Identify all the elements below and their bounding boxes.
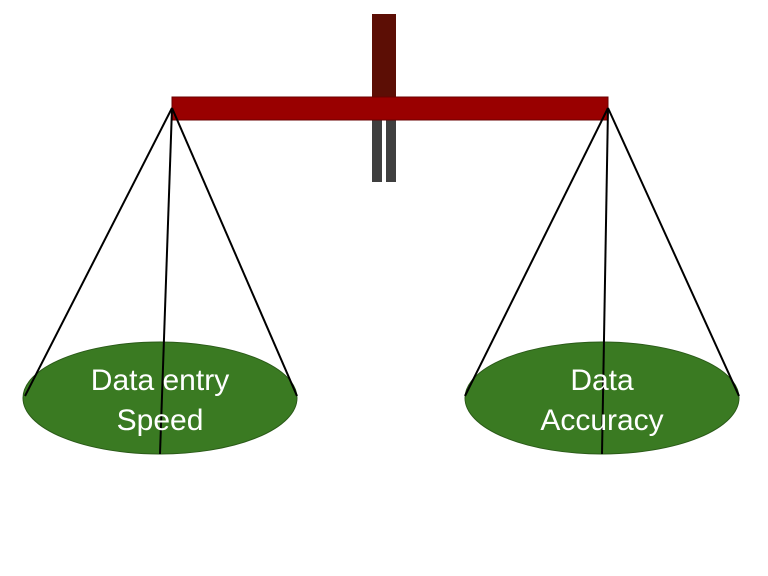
- right-string-outer-left: [464, 107, 609, 397]
- left-pan-label-line2: Speed: [117, 404, 204, 437]
- left-string-outer-left: [24, 107, 173, 397]
- left-pan-group: Data entry Speed: [22, 107, 298, 455]
- left-pan-label-line1: Data entry: [91, 364, 229, 397]
- right-string-middle: [601, 107, 609, 455]
- left-string-middle: [159, 107, 173, 455]
- post-top: [372, 14, 396, 100]
- right-pan-label-line1: Data: [570, 364, 634, 397]
- balance-beam: [171, 96, 609, 121]
- right-string-outer-right: [607, 107, 740, 397]
- right-pan-label-line2: Accuracy: [540, 404, 663, 437]
- left-string-outer-right: [171, 107, 298, 397]
- right-pan-group: Data Accuracy: [464, 107, 740, 455]
